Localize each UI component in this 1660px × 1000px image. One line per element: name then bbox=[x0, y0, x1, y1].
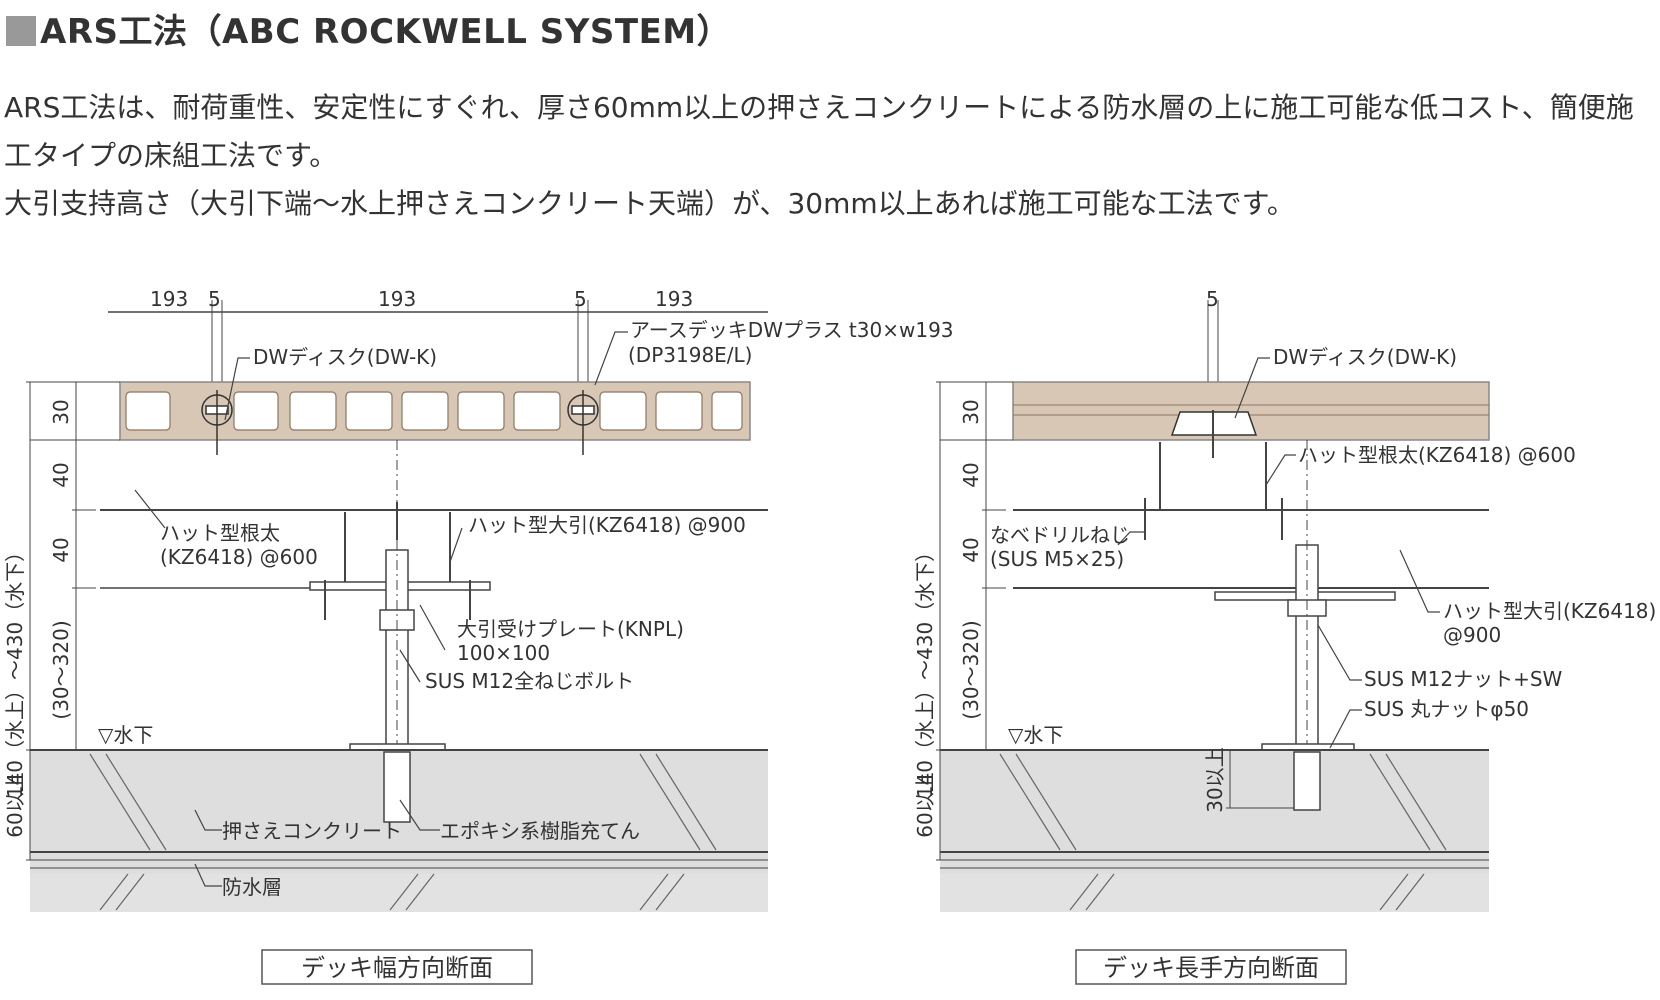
label-waterproof: 防水層 bbox=[222, 875, 282, 899]
caption-box-left bbox=[261, 949, 533, 985]
label-dw-disk-left: DWディスク(DW-K) bbox=[253, 345, 437, 369]
dim-concrete-left: 60以上 bbox=[3, 772, 27, 837]
description: ARS工法は、耐荷重性、安定性にすぐれ、厚さ60mm以上の押さえコンクリートによ… bbox=[4, 84, 1644, 228]
right-section-diagram bbox=[936, 300, 1490, 912]
label-screw-code: (SUS M5×25) bbox=[990, 547, 1124, 571]
caption-right: デッキ長手方向断面 bbox=[1103, 954, 1319, 982]
label-deck-name: アースデッキDWプラス t30×w193 bbox=[630, 318, 954, 342]
label-water-left: ▽水下 bbox=[98, 723, 153, 747]
label-plate-size: 100×100 bbox=[457, 641, 550, 665]
dim-overall-left: 140（水上）〜430（水下） bbox=[3, 542, 27, 798]
dim-concrete-right: 60以上 bbox=[913, 772, 937, 837]
dim-support-right: (30〜320) bbox=[959, 620, 983, 719]
label-beam-left: ハット型大引(KZ6418) @900 bbox=[468, 513, 746, 537]
dim-joist-right: 40 bbox=[959, 462, 983, 487]
dim-top-5: 193 bbox=[655, 287, 693, 311]
label-beam-right: ハット型大引(KZ6418) bbox=[1443, 599, 1656, 623]
label-joist-code-left: (KZ6418) @600 bbox=[160, 545, 318, 569]
label-screw: なべドリルねじ bbox=[990, 523, 1130, 547]
label-joist-left: ハット型根太 bbox=[160, 521, 280, 545]
section-drawings: 193 5 193 5 193 DWディスク(DW-K) アースデッキDWプラス… bbox=[3, 287, 1656, 985]
label-nut: SUS M12ナット+SW bbox=[1364, 667, 1563, 691]
caption-box-right bbox=[1075, 949, 1347, 985]
dim-top-right: 5 bbox=[1206, 287, 1219, 311]
title-text: ARS工法（ABC ROCKWELL SYSTEM） bbox=[40, 12, 732, 52]
label-joist-right: ハット型根太(KZ6418) @600 bbox=[1298, 443, 1576, 467]
label-water-right: ▽水下 bbox=[1008, 723, 1063, 747]
dim-overall-right: 140（水上）〜430（水下） bbox=[913, 542, 937, 798]
label-epoxy: エポキシ系樹脂充てん bbox=[440, 819, 640, 843]
dim-top-1: 193 bbox=[150, 287, 188, 311]
dim-beam-right: 40 bbox=[959, 537, 983, 562]
label-bolt: SUS M12全ねじボルト bbox=[425, 669, 634, 693]
label-concrete: 押さえコンクリート bbox=[222, 819, 402, 843]
label-deck-code: (DP3198E/L) bbox=[628, 343, 752, 367]
label-beam-pitch-right: @900 bbox=[1443, 623, 1501, 647]
dim-deck-left: 30 bbox=[49, 399, 73, 424]
dim-anchor-right: 30以上 bbox=[1203, 747, 1227, 812]
label-round-nut: SUS 丸ナットφ50 bbox=[1364, 697, 1529, 721]
dim-deck-right: 30 bbox=[959, 399, 983, 424]
page-title: ARS工法（ABC ROCKWELL SYSTEM） bbox=[6, 4, 731, 53]
dim-top-3: 193 bbox=[378, 287, 416, 311]
left-section-diagram bbox=[26, 300, 768, 912]
description-paragraph-2: 大引支持高さ（大引下端〜水上押さえコンクリート天端）が、30mm以上あれば施工可… bbox=[4, 187, 1295, 220]
description-paragraph-1: ARS工法は、耐荷重性、安定性にすぐれ、厚さ60mm以上の押さえコンクリートによ… bbox=[4, 91, 1634, 172]
label-plate: 大引受けプレート(KNPL) bbox=[457, 617, 684, 641]
dim-support-left: (30〜320) bbox=[49, 620, 73, 719]
dim-top-2: 5 bbox=[208, 287, 221, 311]
title-square-icon bbox=[6, 16, 36, 46]
dim-top-4: 5 bbox=[574, 287, 587, 311]
dim-beam-left: 40 bbox=[49, 537, 73, 562]
label-dw-disk-right: DWディスク(DW-K) bbox=[1273, 345, 1457, 369]
dim-joist-left: 40 bbox=[49, 462, 73, 487]
caption-left: デッキ幅方向断面 bbox=[301, 954, 493, 982]
